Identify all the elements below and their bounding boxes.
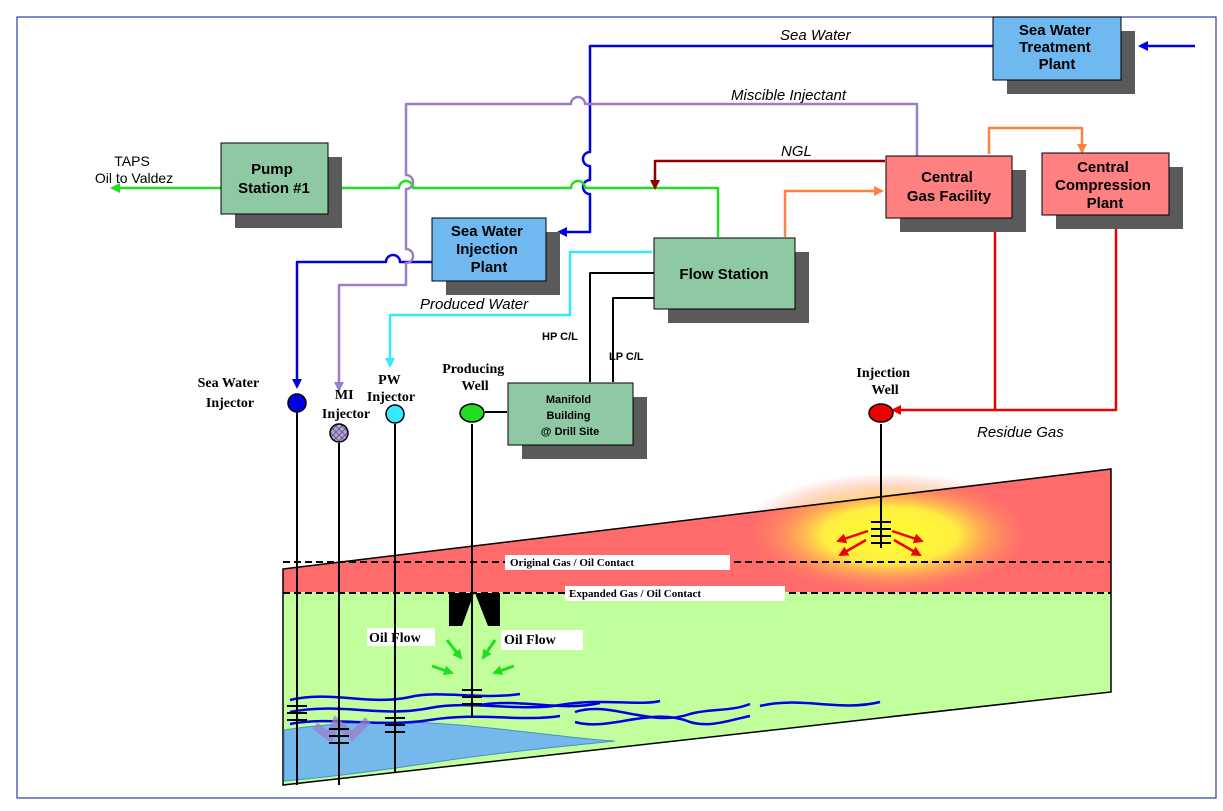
sea-water-treatment-plant: [992, 16, 1122, 81]
gas-cone-left: [449, 593, 474, 626]
taps-label: TAPS Oil to Valdez: [95, 153, 173, 186]
central-compression-plant: [1041, 152, 1170, 216]
gas-cone-right: [475, 593, 500, 626]
injection-well-label: Injection Well: [856, 366, 913, 398]
expanded-contact-label-bg: [565, 586, 785, 601]
central-gas-facility: [885, 155, 1013, 219]
oil-flow-right-bg: [501, 630, 583, 650]
miscible-injectant-label: Miscible Injectant: [731, 87, 847, 104]
sea-water-injector-well-icon: [287, 393, 307, 413]
mi-injector-well-icon: [329, 423, 349, 443]
pw-injector-label: PW Injector: [367, 373, 415, 405]
oil-flow-arrows: [431, 639, 515, 676]
well-perforations: [287, 521, 891, 744]
manifold-building-label: Manifold Building @ Drill Site: [541, 394, 599, 438]
hp-cl-label: HP C/L: [542, 331, 578, 343]
sea-water-treatment-label: Sea Water Treatment Plant: [1019, 22, 1095, 73]
pw-injector-well-icon: [385, 404, 405, 424]
facilities: Sea Water Treatment Plant Pump Station #…: [220, 16, 1183, 459]
sea-water-injection-label: Sea Water Injection Plant: [451, 223, 527, 276]
expanded-contact-label: Expanded Gas / Oil Contact: [569, 588, 701, 600]
central-compression-label: Central Compression Plant: [1055, 159, 1155, 212]
ngl-label: NGL: [781, 143, 812, 160]
manifold-building: [507, 382, 634, 446]
oil-flow-left-bg: [367, 628, 435, 646]
pump-station: [220, 142, 329, 215]
flow-lines: [110, 41, 1195, 415]
flow-station-label: Flow Station: [679, 266, 768, 283]
producing-well-label: Producing Well: [442, 362, 507, 394]
wells: Sea Water Injector MI Injector PW Inject…: [198, 362, 913, 785]
sea-water-flow-label: Sea Water: [780, 27, 852, 44]
injection-well-icon: [868, 403, 894, 423]
flow-labels: Sea Water Miscible Injectant NGL Produce…: [95, 27, 1064, 441]
original-contact-label-bg: [505, 555, 730, 570]
original-contact-label: Original Gas / Oil Contact: [510, 557, 634, 569]
lp-cl-label: LP C/L: [609, 351, 644, 363]
sea-water-injection-plant: [431, 217, 547, 282]
producing-well-icon: [459, 403, 485, 423]
mi-flood-front: [312, 715, 371, 744]
sea-water-injector-label: Sea Water Injector: [198, 376, 263, 411]
central-gas-facility-label: Central Gas Facility: [907, 169, 992, 205]
reservoir-outline: [282, 468, 1112, 786]
oil-flow-label-right: Oil Flow: [504, 633, 557, 648]
mi-injector-label: MI Injector: [322, 388, 370, 422]
produced-water-label: Produced Water: [420, 296, 529, 313]
reservoir: Original Gas / Oil Contact Expanded Gas …: [282, 468, 1112, 786]
pump-station-label: Pump Station #1: [238, 161, 310, 197]
outer-border: [16, 16, 1217, 799]
water-waves: [289, 692, 881, 726]
residue-gas-label: Residue Gas: [977, 424, 1064, 441]
gas-injection-arrows: [836, 529, 924, 557]
flow-station: [653, 237, 796, 310]
